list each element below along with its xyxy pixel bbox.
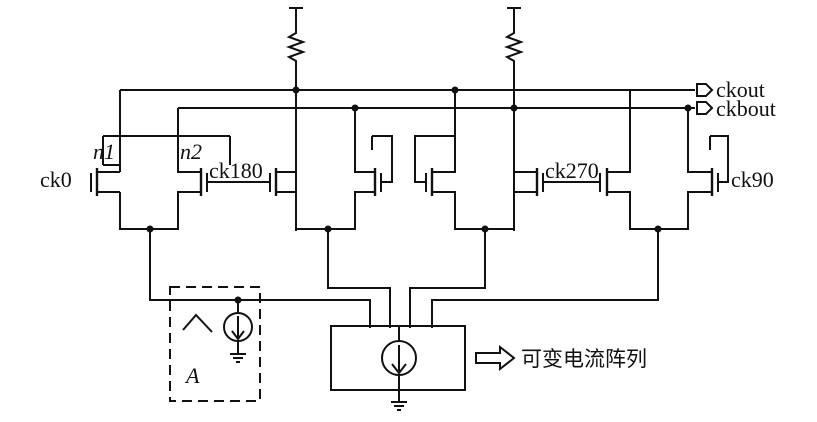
ckbout-port xyxy=(696,101,714,115)
block-a-label: A xyxy=(184,363,200,388)
load-resistor-left xyxy=(286,7,306,231)
n2-label: n2 xyxy=(180,139,202,164)
transistor-pair-3 xyxy=(414,135,600,233)
load-resistor-right xyxy=(504,7,524,231)
pulse-waveform-icon xyxy=(182,313,213,333)
transistor-pair-2 xyxy=(269,135,393,233)
transistor-pair-1 xyxy=(90,138,270,233)
ckout-port xyxy=(696,83,714,97)
transistor-pair-4 xyxy=(599,135,729,233)
ckout-label: ckout xyxy=(716,77,765,102)
hollow-arrow-icon xyxy=(475,344,516,372)
cross-wire xyxy=(102,135,231,150)
tail-wires xyxy=(149,229,659,328)
ckout-bus xyxy=(119,86,695,150)
n1-label: n1 xyxy=(93,139,115,164)
ck90-label: ck90 xyxy=(731,167,774,192)
ckbout-bus xyxy=(177,104,695,150)
ckbout-label: ckbout xyxy=(716,96,776,121)
ck270-label: ck270 xyxy=(545,158,599,183)
ck0-label: ck0 xyxy=(40,167,72,192)
current-array-label: 可变电流阵列 xyxy=(521,347,647,371)
current-array xyxy=(330,325,466,411)
ck180-label: ck180 xyxy=(209,158,263,183)
block-a: A xyxy=(169,286,261,402)
